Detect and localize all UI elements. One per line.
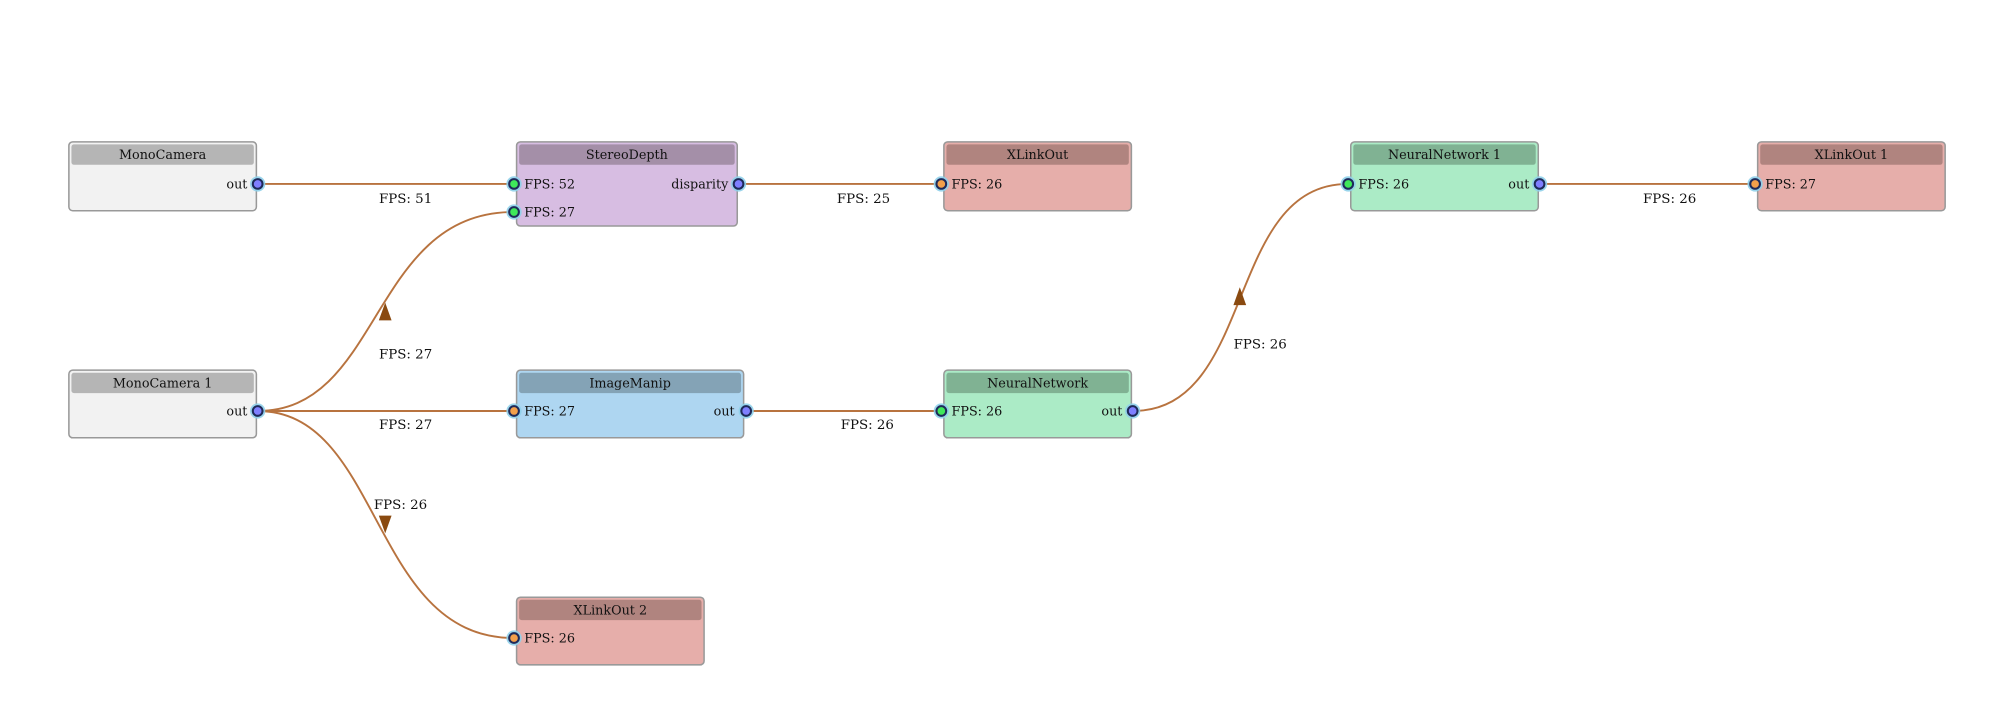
node-monocamera-1[interactable]: MonoCamera 1 out (68, 369, 266, 439)
node-neuralnetwork[interactable]: NeuralNetwork FPS: 26 out (933, 369, 1141, 439)
arrow-down-icon (378, 515, 392, 534)
output-port[interactable] (251, 405, 264, 417)
port-label: FPS: 26 (1358, 177, 1409, 192)
port-label: FPS: 52 (524, 177, 575, 192)
input-port[interactable] (1342, 178, 1355, 190)
node-monocamera[interactable]: MonoCamera out (68, 141, 266, 212)
port-label: FPS: 27 (524, 404, 575, 419)
node-title: XLinkOut 1 (1815, 148, 1889, 163)
port-label: disparity (671, 177, 729, 192)
edge-label: FPS: 51 (379, 192, 432, 207)
edge-mono1-stereo[interactable] (257, 211, 515, 412)
input-port[interactable] (1749, 178, 1761, 190)
arrow-up-icon (1233, 287, 1247, 306)
port-label: FPS: 26 (952, 404, 1003, 419)
port-label: FPS: 26 (524, 631, 575, 646)
output-port[interactable] (1533, 178, 1546, 190)
output-port[interactable] (251, 178, 264, 190)
input-port[interactable] (935, 178, 948, 190)
arrow-up-icon (378, 302, 392, 321)
port-label: FPS: 27 (524, 205, 575, 220)
output-port[interactable] (1126, 405, 1139, 417)
node-title: ImageManip (589, 376, 671, 391)
node-stereodepth[interactable]: StereoDepth FPS: 52 FPS: 27 disparity (506, 141, 747, 227)
node-title: NeuralNetwork (987, 376, 1088, 391)
input-port[interactable] (508, 178, 520, 190)
node-title: MonoCamera (119, 148, 207, 163)
node-neuralnetwork-1[interactable]: NeuralNetwork 1 FPS: 26 out (1340, 141, 1548, 212)
port-label: FPS: 27 (1765, 177, 1816, 192)
node-title: MonoCamera 1 (113, 376, 212, 391)
edge-label: FPS: 26 (1234, 337, 1287, 352)
port-label: out (1508, 177, 1530, 192)
port-label: out (226, 177, 248, 192)
edge-label: FPS: 26 (374, 498, 427, 513)
output-port[interactable] (732, 178, 745, 190)
port-label: out (714, 404, 736, 419)
node-title: StereoDepth (586, 148, 668, 163)
port-label: out (1101, 404, 1123, 419)
node-xlinkout[interactable]: XLinkOut FPS: 26 (933, 141, 1133, 212)
node-imagemanip[interactable]: ImageManip FPS: 27 out (506, 369, 754, 439)
node-title: XLinkOut 2 (574, 603, 648, 618)
port-label: FPS: 26 (952, 177, 1003, 192)
node-title: XLinkOut (1007, 148, 1069, 163)
input-port[interactable] (508, 632, 520, 644)
edge-label: FPS: 27 (379, 418, 432, 433)
edges: FPS: 51 FPS: 25 FPS: 26 FPS: 27 FPS: 27 … (257, 182, 1756, 639)
edge-mono1-xlink2[interactable] (257, 410, 515, 639)
node-xlinkout-2[interactable]: XLinkOut 2 FPS: 26 (506, 596, 705, 666)
input-port[interactable] (508, 405, 520, 417)
input-port[interactable] (508, 206, 520, 218)
input-port[interactable] (935, 405, 948, 417)
node-xlinkout-1[interactable]: XLinkOut 1 FPS: 27 (1747, 141, 1946, 212)
node-title: NeuralNetwork 1 (1388, 148, 1501, 163)
port-label: out (226, 404, 248, 419)
edge-label: FPS: 25 (837, 192, 890, 207)
edge-label: FPS: 26 (841, 418, 894, 433)
edge-label: FPS: 27 (379, 348, 432, 363)
edge-label: FPS: 26 (1643, 192, 1696, 207)
output-port[interactable] (740, 405, 753, 417)
